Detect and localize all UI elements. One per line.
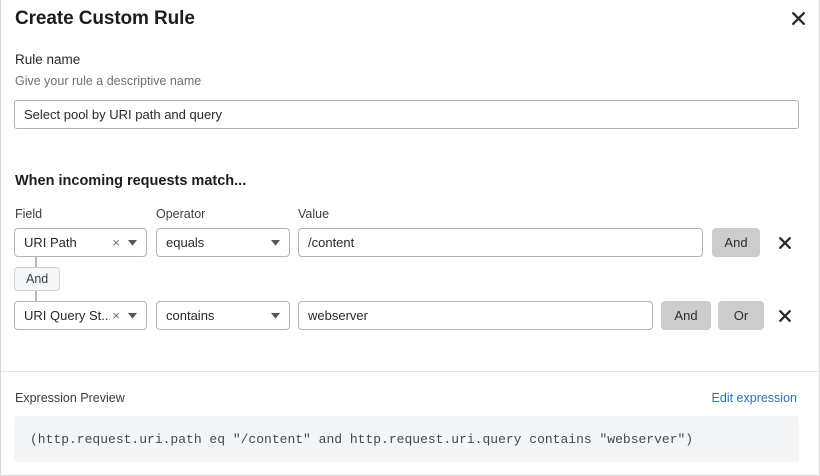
rule-name-input[interactable] (14, 100, 799, 129)
operator-select[interactable]: equals (156, 228, 290, 257)
chevron-down-icon (266, 239, 289, 246)
connector-line-top (35, 257, 37, 267)
chevron-down-icon (266, 312, 289, 319)
close-icon[interactable] (785, 5, 811, 31)
field-select[interactable]: URI Path × (14, 228, 147, 257)
condition-row: URI Query St... × contains And Or (1, 301, 820, 331)
value-input[interactable] (298, 228, 703, 257)
remove-condition-button[interactable] (774, 232, 796, 254)
match-section-heading: When incoming requests match... (15, 173, 247, 189)
dialog-title: Create Custom Rule (15, 8, 195, 29)
preview-divider (1, 371, 819, 372)
operator-select[interactable]: contains (156, 301, 290, 330)
or-button[interactable]: Or (718, 301, 764, 330)
value-input[interactable] (298, 301, 653, 330)
and-button[interactable]: And (712, 228, 760, 257)
field-select-value: URI Query St... (24, 308, 111, 323)
operator-select-value: contains (166, 308, 215, 323)
operator-select-value: equals (166, 235, 205, 250)
expression-preview-text: (http.request.uri.path eq "/content" and… (30, 431, 694, 447)
expression-preview-box: (http.request.uri.path eq "/content" and… (14, 416, 799, 462)
close-small-icon[interactable]: × (112, 235, 120, 250)
close-small-icon[interactable]: × (112, 308, 120, 323)
column-header-value: Value (298, 207, 330, 221)
field-select[interactable]: URI Query St... × (14, 301, 147, 330)
column-header-field: Field (15, 207, 43, 221)
edit-expression-link[interactable]: Edit expression (711, 391, 797, 405)
condition-connector: And (14, 257, 144, 301)
connector-line-bottom (35, 291, 37, 301)
column-header-operator: Operator (156, 207, 206, 221)
chevron-down-icon (123, 312, 146, 319)
and-button[interactable]: And (661, 301, 711, 330)
expression-preview-label: Expression Preview (15, 391, 125, 405)
rule-name-label: Rule name (15, 52, 81, 67)
rule-name-help-text: Give your rule a descriptive name (15, 74, 202, 88)
field-select-value: URI Path (24, 235, 77, 250)
remove-condition-button[interactable] (774, 305, 796, 327)
connector-and-badge[interactable]: And (14, 267, 61, 291)
condition-row: URI Path × equals And (1, 228, 820, 258)
chevron-down-icon (123, 239, 146, 246)
